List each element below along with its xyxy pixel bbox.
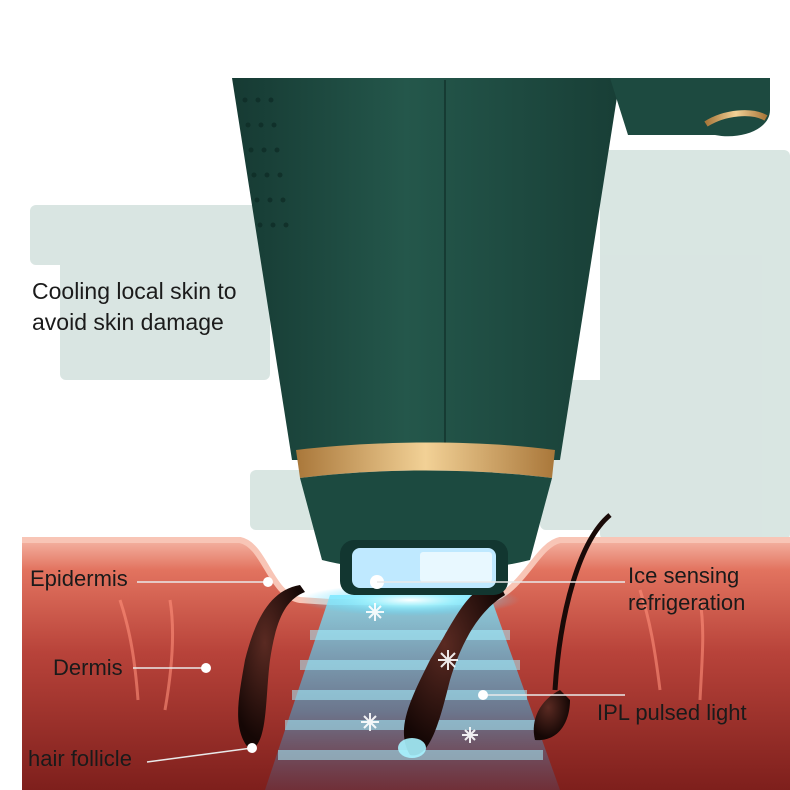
ipl-device: [232, 78, 770, 595]
ice-sensing-label: Ice sensing refrigeration: [628, 562, 745, 616]
headline-line-2: avoid skin damage: [32, 309, 224, 335]
hair-follicle-label: hair follicle: [28, 746, 132, 771]
headline-text: Cooling local skin to avoid skin damage: [32, 276, 237, 338]
epidermis-label: Epidermis: [30, 566, 128, 591]
leader-lines: [133, 581, 625, 763]
headline-line-1: Cooling local skin to: [32, 278, 237, 304]
dermis-label: Dermis: [53, 655, 123, 680]
snowflake-icons: [361, 603, 478, 743]
ice-sensing-line-1: Ice sensing: [628, 563, 740, 588]
hair-follicles: [238, 513, 612, 758]
background-mist: [30, 150, 790, 540]
ice-sensing-line-2: refrigeration: [628, 590, 746, 615]
leader-dots: [201, 577, 488, 753]
ipl-pulsed-light-label: IPL pulsed light: [597, 700, 747, 725]
